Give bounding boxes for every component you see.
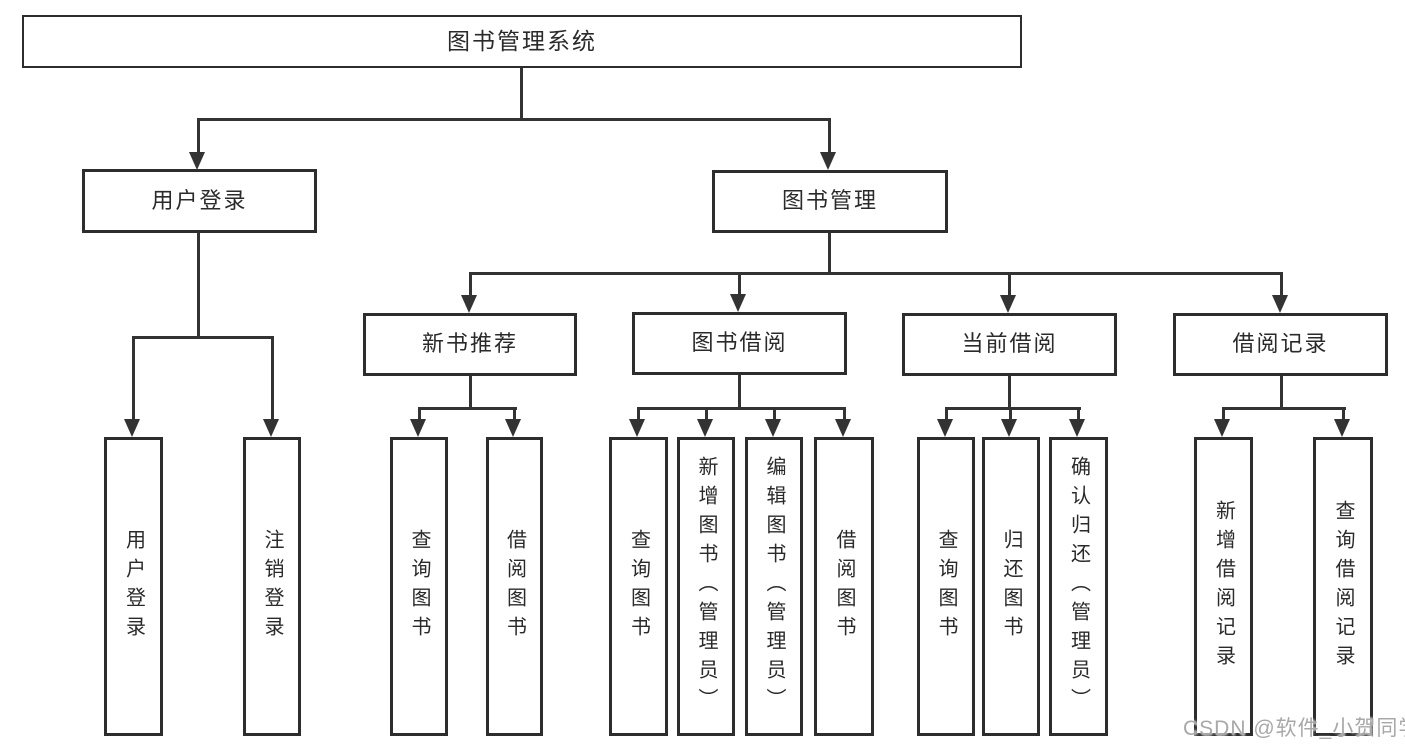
leaf-user-login: 用户登录: [104, 437, 163, 736]
arrowhead-to-newbook-query: [410, 419, 426, 437]
connector-to-borrow-query-stem: [637, 407, 640, 419]
leaf-borrow-add: 新增图书（管理员）: [677, 437, 735, 736]
leaf-borrow-edit: 编辑图书（管理员）: [745, 437, 803, 736]
leaf-borrow-book: 借阅图书: [814, 437, 874, 736]
leaf-newbook-borrow: 借阅图书: [486, 437, 543, 736]
connector-to-borrow-book-stem: [843, 407, 846, 419]
arrowhead-to-current-return: [1001, 419, 1017, 437]
connector-root-branch: [197, 118, 831, 121]
node-root: 图书管理系统: [22, 15, 1022, 68]
connector-to-current-return-stem: [1009, 407, 1012, 419]
arrowhead-to-borrow-record: [1272, 295, 1288, 313]
leaf-current-return-label: 归还图书: [1000, 528, 1022, 645]
leaf-newbook-query: 查询图书: [390, 437, 448, 736]
node-user-login: 用户登录: [82, 169, 317, 233]
node-current-borrow-label: 当前借阅: [961, 331, 1058, 357]
leaf-current-query-label: 查询图书: [935, 528, 957, 645]
connector-to-leaf-logout-stem: [271, 336, 274, 419]
connector-to-current-borrow-stem: [1008, 272, 1011, 295]
csdn-watermark: CSDN @软件_小贺同学: [1183, 717, 1405, 740]
connector-book-management-branch: [469, 272, 1282, 275]
leaf-current-confirm-return: 确认归还（管理员）: [1049, 437, 1108, 736]
leaf-record-add-label: 新增借阅记录: [1212, 499, 1235, 674]
connector-to-borrow-edit-stem: [773, 407, 776, 419]
arrowhead-to-borrow-query: [629, 419, 645, 437]
node-book-borrow: 图书借阅: [632, 312, 847, 375]
connector-book-borrow-stem: [738, 375, 741, 407]
leaf-record-query: 查询借阅记录: [1313, 437, 1373, 736]
connector-to-current-confirm-stem: [1077, 407, 1080, 419]
leaf-current-confirm-return-label: 确认归还（管理员）: [1067, 456, 1090, 717]
leaf-newbook-borrow-label: 借阅图书: [503, 528, 526, 645]
node-new-book-recommend: 新书推荐: [363, 313, 577, 376]
arrowhead-to-current-confirm: [1069, 419, 1085, 437]
leaf-borrow-add-label: 新增图书（管理员）: [695, 456, 717, 717]
arrowhead-to-newbook-borrow: [505, 419, 521, 437]
node-borrow-record: 借阅记录: [1173, 313, 1388, 376]
connector-to-borrow-add-stem: [705, 407, 708, 419]
connector-to-newbook-borrow-stem: [513, 407, 516, 419]
connector-user-login-branch: [132, 336, 274, 339]
node-borrow-record-label: 借阅记录: [1232, 331, 1329, 357]
leaf-record-query-label: 查询借阅记录: [1332, 499, 1354, 674]
leaf-current-return: 归还图书: [982, 437, 1040, 736]
arrowhead-to-current-borrow: [1000, 295, 1016, 313]
connector-to-borrow-record-stem: [1280, 272, 1283, 295]
connector-new-book-stem: [469, 376, 472, 407]
connector-to-new-book-stem: [469, 272, 472, 295]
arrowhead-to-record-query: [1334, 419, 1350, 437]
arrowhead-to-leaf-user-login: [124, 419, 140, 437]
node-current-borrow: 当前借阅: [902, 313, 1117, 376]
node-new-book-recommend-label: 新书推荐: [421, 331, 518, 357]
connector-user-login-stem: [197, 233, 200, 336]
connector-to-book-management-stem: [828, 118, 831, 152]
leaf-borrow-edit-label: 编辑图书（管理员）: [763, 456, 785, 717]
connector-to-leaf-user-login-stem: [132, 336, 135, 419]
leaf-logout-label: 注销登录: [261, 528, 283, 645]
leaf-user-login-label: 用户登录: [122, 528, 145, 645]
arrowhead-to-borrow-book: [835, 419, 851, 437]
arrowhead-to-record-add: [1214, 419, 1230, 437]
connector-current-borrow-branch: [945, 407, 1081, 410]
arrowhead-to-user-login: [189, 152, 205, 170]
connector-borrow-record-stem: [1280, 376, 1283, 407]
connector-book-borrow-branch: [637, 407, 846, 410]
connector-book-management-stem: [828, 233, 831, 272]
connector-root-stem: [520, 68, 523, 118]
leaf-borrow-book-label: 借阅图书: [833, 528, 855, 645]
leaf-current-query: 查询图书: [917, 437, 975, 736]
arrowhead-to-book-borrow: [730, 294, 746, 312]
connector-new-book-branch: [418, 407, 517, 410]
connector-to-newbook-query-stem: [418, 407, 421, 419]
leaf-borrow-query: 查询图书: [609, 437, 668, 736]
arrowhead-to-borrow-add: [697, 419, 713, 437]
connector-to-record-add-stem: [1222, 407, 1225, 419]
node-root-label: 图书管理系统: [447, 27, 597, 54]
node-book-management-label: 图书管理: [781, 188, 878, 214]
leaf-logout: 注销登录: [243, 437, 301, 736]
arrowhead-to-borrow-edit: [765, 419, 781, 437]
node-book-borrow-label: 图书借阅: [691, 330, 788, 356]
leaf-newbook-query-label: 查询图书: [408, 528, 430, 645]
arrowhead-to-book-management: [820, 152, 836, 170]
arrowhead-to-leaf-logout: [263, 419, 279, 437]
connector-to-record-query-stem: [1342, 407, 1345, 419]
connector-current-borrow-stem: [1008, 376, 1011, 407]
connector-to-book-borrow-stem: [738, 272, 741, 295]
arrowhead-to-current-query: [937, 419, 953, 437]
leaf-borrow-query-label: 查询图书: [627, 528, 650, 645]
leaf-record-add: 新增借阅记录: [1194, 437, 1253, 736]
connector-to-current-query-stem: [945, 407, 948, 419]
connector-to-user-login-stem: [197, 118, 200, 152]
node-book-management: 图书管理: [712, 170, 948, 233]
arrowhead-to-new-book: [461, 295, 477, 313]
connector-borrow-record-branch: [1222, 407, 1346, 410]
node-user-login-label: 用户登录: [151, 187, 248, 213]
